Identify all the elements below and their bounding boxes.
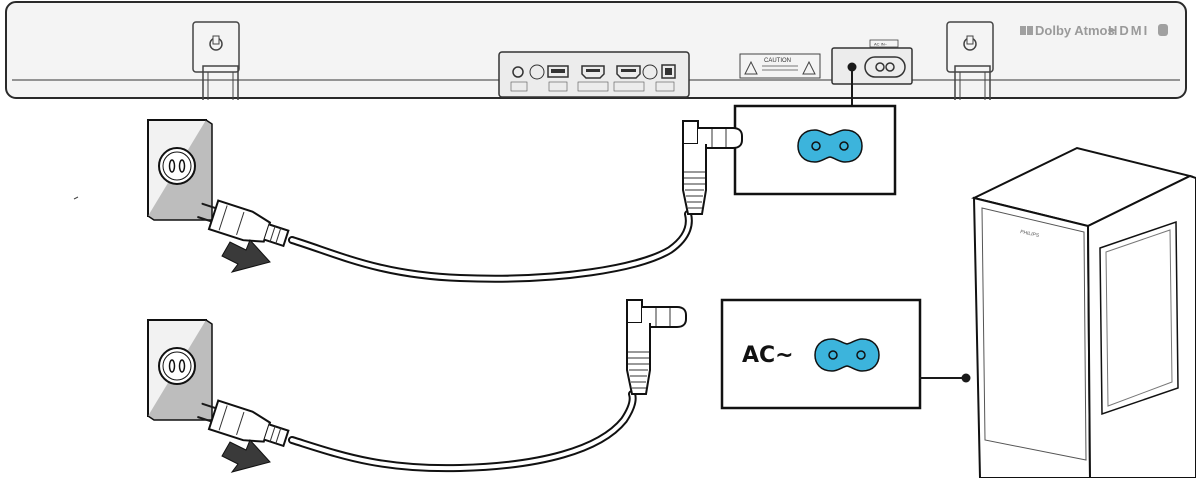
dolby-atmos-logo: Dolby Atmos — [1020, 23, 1115, 38]
insert-arrow-bottom-icon — [221, 439, 271, 473]
insert-arrow-top-icon — [221, 239, 271, 273]
wall-mount-bracket-left — [192, 21, 240, 100]
google-cast-badge-icon — [1158, 24, 1168, 36]
soundbar-ac-zoom — [733, 66, 897, 196]
figure8-connector-bottom — [626, 299, 687, 395]
hdmi-in-port — [581, 65, 605, 79]
subwoofer-brand: PHILIPS — [1020, 229, 1041, 239]
figure8-connector-top — [682, 120, 743, 215]
wall-mount-bracket-right — [946, 21, 994, 100]
soundbar: CAUTION AC IN~ Dolby Atmos HDMI — [5, 1, 1187, 100]
caution-text: CAUTION — [764, 58, 791, 64]
usb-port — [547, 65, 569, 78]
wall-outlet-bottom — [147, 319, 213, 421]
wall-outlet-top — [147, 119, 213, 221]
subwoofer-ac-label: AC~ — [742, 343, 794, 368]
optical-port — [661, 64, 676, 79]
power-cable-bottom — [288, 390, 637, 473]
dolby-atmos-text: Dolby Atmos — [1035, 23, 1115, 38]
mains-plug-bottom — [197, 399, 290, 448]
caution-label: CAUTION — [739, 53, 821, 79]
subwoofer-connection-dot — [961, 373, 971, 383]
soundbar-ac-socket-icon — [797, 129, 863, 163]
subwoofer: PHILIPS — [971, 146, 1196, 478]
hdmi-logo: HDMI — [1108, 23, 1149, 38]
audio-in-port — [512, 66, 524, 78]
ac-in-small-label: AC IN~ — [874, 42, 888, 47]
power-cable-top — [288, 210, 693, 283]
subwoofer-ac-socket-icon — [814, 338, 880, 372]
hdmi-earc-port — [616, 65, 641, 79]
connector-panel — [498, 51, 690, 98]
subwoofer-ac-zoom: AC~ — [720, 298, 971, 410]
mains-plug-top — [197, 199, 290, 248]
